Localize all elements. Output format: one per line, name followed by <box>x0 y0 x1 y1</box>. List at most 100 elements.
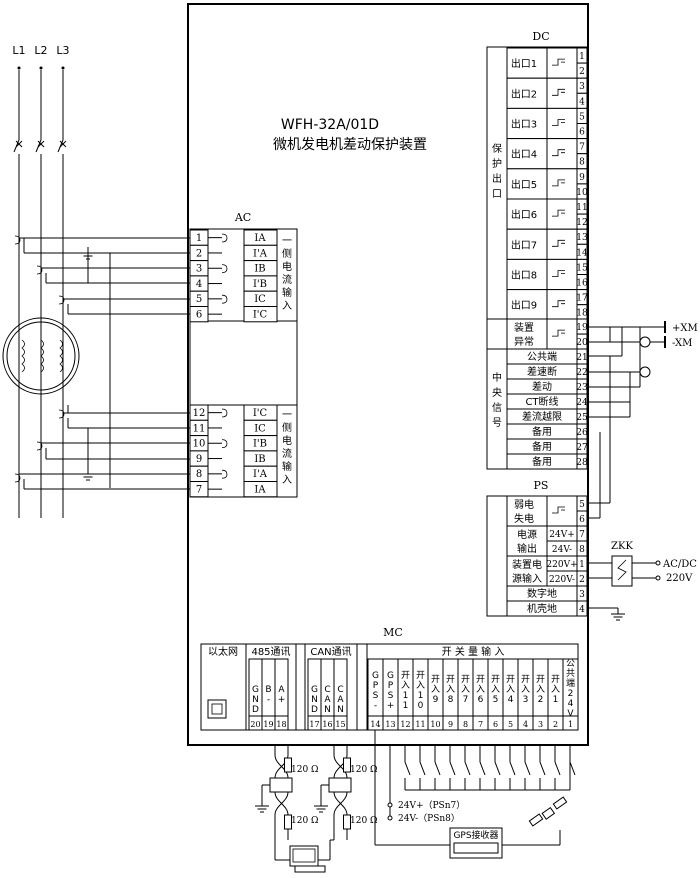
ac-pin: 12 <box>193 408 206 419</box>
dc-fault-label: 异常 <box>514 335 534 348</box>
dc-contact-cell <box>546 258 578 291</box>
phase-terminal <box>17 66 21 70</box>
mc-switch-col-label: S <box>388 691 394 701</box>
dc-contact-cell <box>546 47 578 79</box>
mc-switch-col-label: 入 <box>401 680 410 691</box>
dc-signal-label: 备用 <box>532 440 552 453</box>
mc-485-col-label: D <box>252 705 259 715</box>
ac-pin: 7 <box>196 485 202 496</box>
mc-switch-col-label: 6 <box>478 695 484 705</box>
dc-pin: 28 <box>576 458 588 468</box>
mc-switch-col-label: S <box>373 691 379 701</box>
xm-plus-label: +XM <box>672 323 698 334</box>
wire <box>524 761 531 776</box>
ac-channel-label: IA <box>254 485 266 496</box>
dc-output-label: 出口2 <box>511 87 537 100</box>
mc-can-col-label: C <box>324 685 330 695</box>
mc-switch-pin: 8 <box>463 720 468 729</box>
ps-pin: 6 <box>579 515 585 525</box>
wire <box>464 761 471 776</box>
dc-pin: 20 <box>576 338 588 348</box>
dc-protect-label: 口 <box>492 189 502 200</box>
dc-pin: 15 <box>576 263 588 273</box>
ps-section: PS弱电失电56电源输出24V+724V-8装置电源输入220V+1220V-2… <box>486 356 697 621</box>
ac-title: AC <box>234 211 251 224</box>
dc-output-label: 出口3 <box>511 118 537 131</box>
ps-digital-ground-label: 数字地 <box>527 587 557 600</box>
ps-in-label: 源输入 <box>512 572 542 585</box>
mc-switch-col-label: 8 <box>448 695 454 705</box>
ac-side1-label: 流 <box>282 273 292 286</box>
mc-switch-col-label: 0 <box>418 701 424 711</box>
mc-switch-col-label: 开 <box>401 670 410 681</box>
gps-receiver-icon <box>453 842 499 854</box>
ps-row-label: 220V+ <box>546 560 577 570</box>
device-frame <box>187 3 589 746</box>
ac-label-cell <box>243 481 278 498</box>
lamp-icon <box>639 336 651 348</box>
mc-can-col-label: A <box>324 695 331 705</box>
ac-label-cell <box>243 306 278 323</box>
mc-can-col-label: A <box>337 695 344 705</box>
mc-switch-col-label: 开 <box>521 674 530 685</box>
mc-485-col-label: B <box>265 685 271 695</box>
dc-pin: 11 <box>576 203 587 213</box>
shield-connector-icon <box>269 777 293 793</box>
ethernet-port-icon <box>207 699 227 719</box>
dc-output-cell <box>506 168 548 200</box>
ac-side1-label: 一 <box>282 236 292 247</box>
dc-output-label: 出口7 <box>511 238 537 251</box>
mc-switch-col-label: 入 <box>491 684 500 695</box>
mc-485-col-label: A <box>278 685 285 695</box>
dc-output-label: 出口9 <box>511 299 537 312</box>
phase-label: L3 <box>56 44 69 57</box>
mc-switch-pin: 3 <box>538 720 543 729</box>
mc-485-pin: 19 <box>263 720 273 729</box>
ac-channel-label: I'B <box>253 279 267 290</box>
relay-contact-icon <box>552 209 565 217</box>
ac-side1-label: 入 <box>282 301 292 312</box>
mc-can-col-label: N <box>337 705 344 715</box>
mc-switch-col-label: 1 <box>418 691 424 701</box>
relay-contact-icon <box>552 58 565 66</box>
xm-minus-label: -XM <box>672 338 692 349</box>
dc-pin: 1 <box>579 52 585 62</box>
generator-inner <box>6 321 76 391</box>
satellite-body <box>541 806 556 820</box>
dc-contact-cell <box>546 107 578 140</box>
dc-pin: 13 <box>576 233 588 243</box>
gps-receiver-label: GPS接收器 <box>453 829 498 841</box>
mc-switch-col-label: 开 <box>416 670 425 681</box>
dc-contact-cell <box>546 138 578 170</box>
mc-can-pin-cell <box>333 715 348 731</box>
mc-485-pin: 20 <box>250 720 260 729</box>
dc-contact-cell <box>546 198 578 230</box>
dc-signal-label: 备用 <box>532 455 552 468</box>
wire <box>494 761 501 776</box>
mc-can-pin: 15 <box>335 720 345 729</box>
mc-switch-col-label: 开 <box>506 674 515 685</box>
dc-signal-label: 公共端 <box>527 350 557 363</box>
mc-switch-pin: 1 <box>568 720 573 729</box>
dc-signal-label: 差流越限 <box>522 410 562 423</box>
ac-channel-label: I'B <box>253 439 267 450</box>
ps-loss-label: 弱电 <box>514 498 534 511</box>
ct-coil-icon <box>14 473 21 483</box>
dc-central-label: 号 <box>492 417 502 429</box>
wire <box>434 761 441 776</box>
ps-in-label: 装置电 <box>512 558 542 571</box>
dc-fault-cell <box>506 318 548 350</box>
mc-switch-col-label: 入 <box>551 684 560 695</box>
satellite-panel <box>552 796 568 810</box>
dc-pin: 17 <box>576 294 588 304</box>
mc-switch-col-label: 开 <box>461 674 470 685</box>
mc-485-col-label: + <box>278 695 286 705</box>
wire <box>479 761 486 776</box>
mc-switch-col-label: 公 <box>566 658 575 669</box>
ac-pin: 3 <box>196 264 202 275</box>
phase-label: L1 <box>12 44 25 57</box>
mc-switch-col-label: 开 <box>446 674 455 685</box>
mc-switch-col-label: 开 <box>476 674 485 685</box>
phase-terminal <box>39 66 43 70</box>
